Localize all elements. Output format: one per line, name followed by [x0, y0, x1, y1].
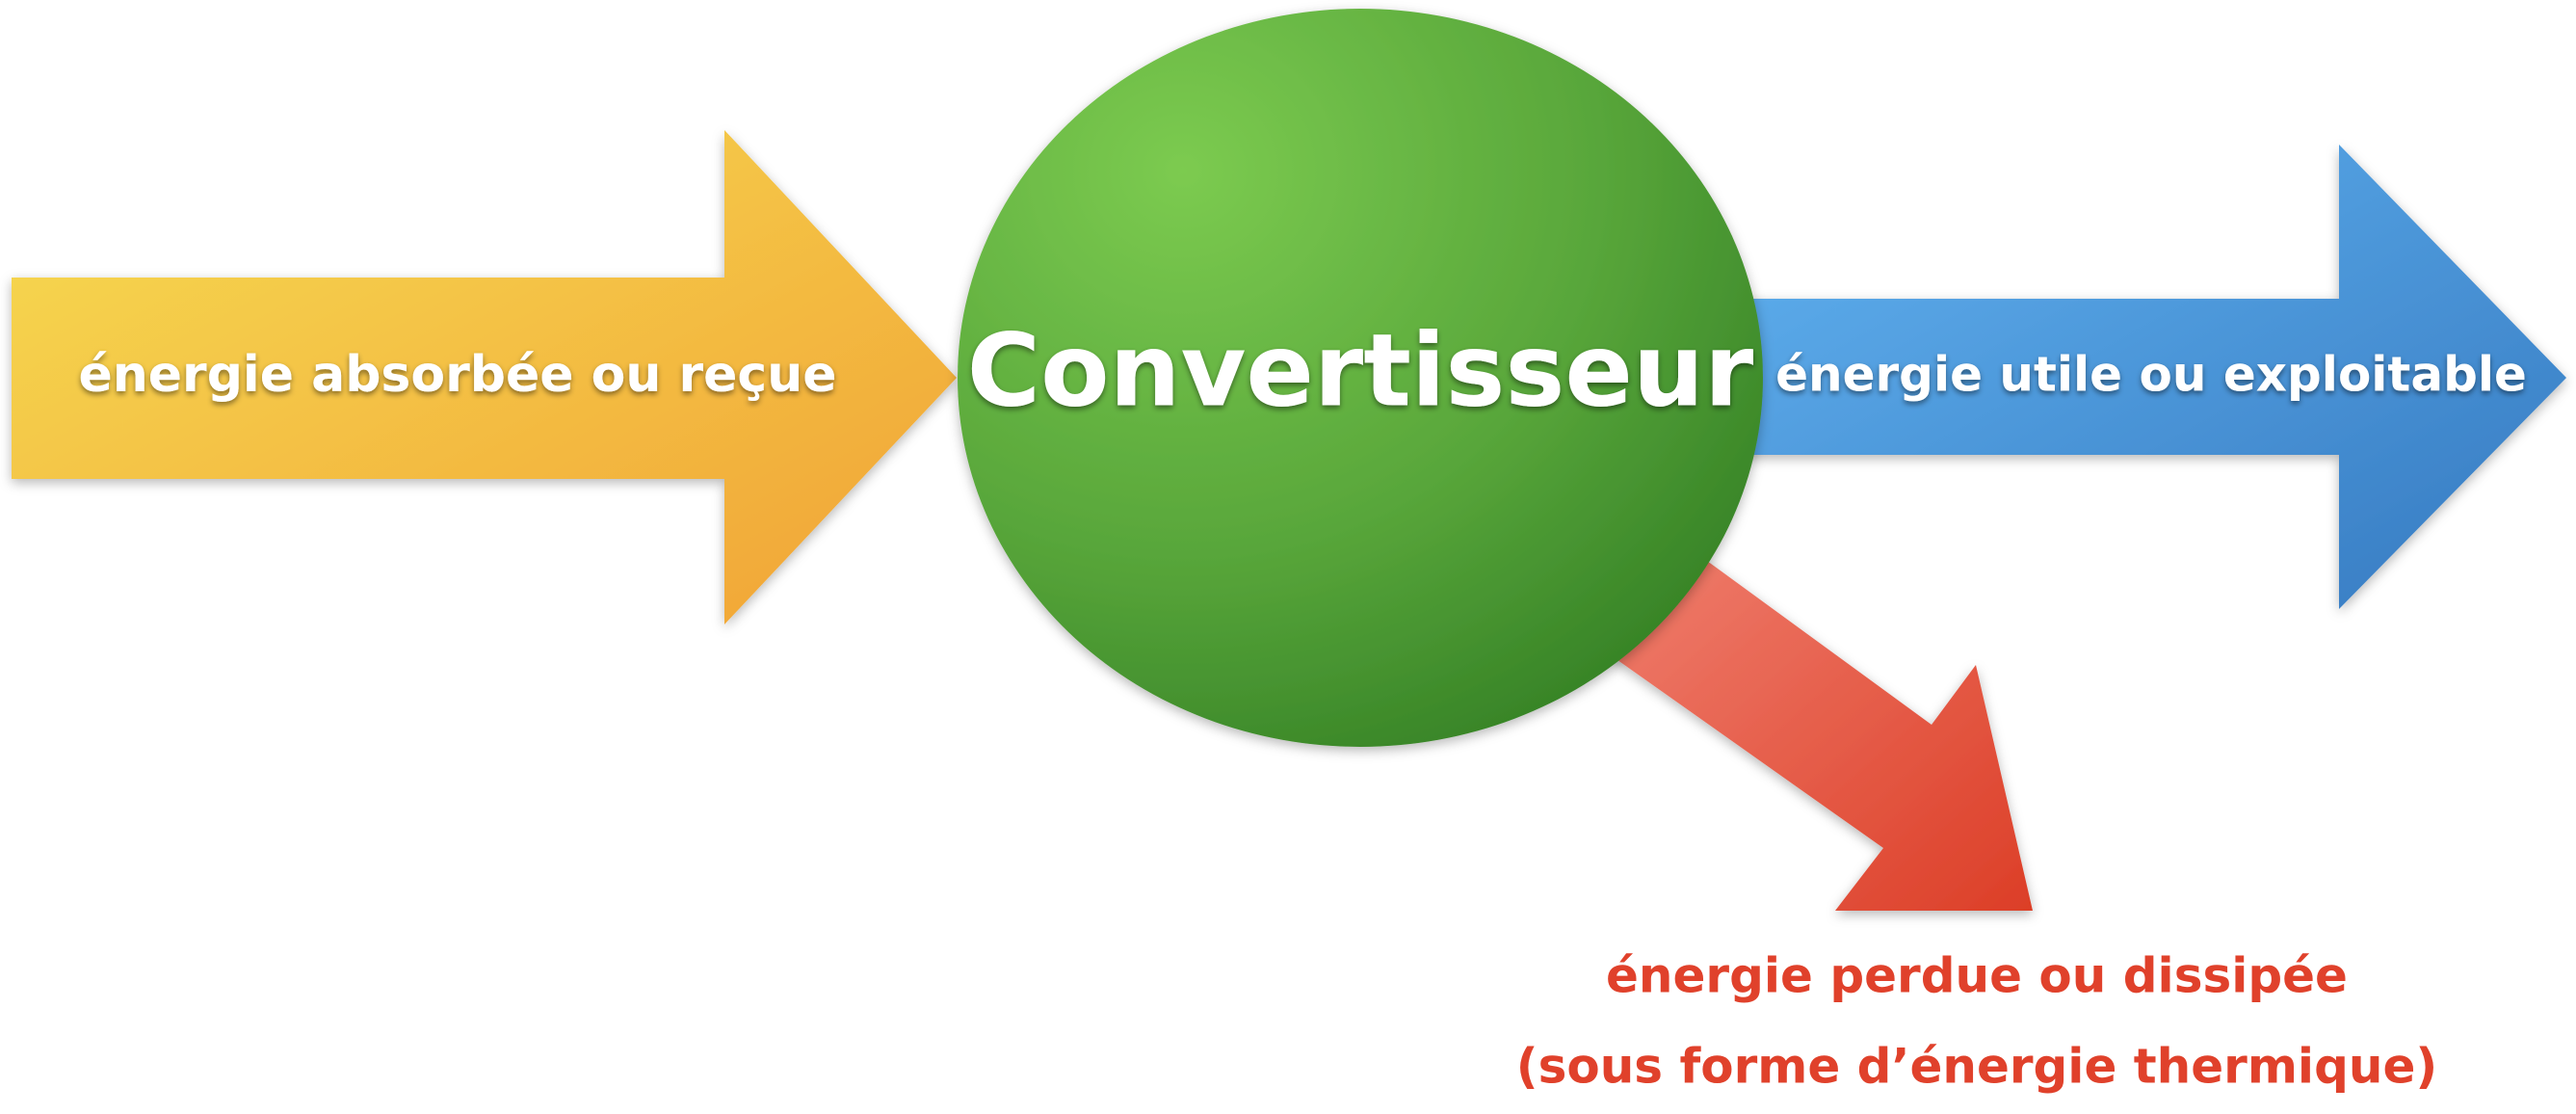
- input-arrow-label: énergie absorbée ou reçue: [79, 346, 837, 404]
- converter: Convertisseur: [958, 9, 1763, 747]
- output-arrow: énergie utile ou exploitable: [1734, 145, 2566, 609]
- input-arrow-shape: [12, 130, 957, 624]
- loss-label-line2: (sous forme d’énergie thermique): [1516, 1039, 2437, 1095]
- converter-circle: [958, 9, 1763, 747]
- output-arrow-shape: [1734, 145, 2566, 609]
- output-arrow-label: énergie utile ou exploitable: [1775, 347, 2527, 403]
- loss-label-line1: énergie perdue ou dissipée: [1606, 948, 2348, 1004]
- converter-label: Convertisseur: [967, 311, 1753, 429]
- loss-arrow-shape: [1604, 535, 2033, 911]
- input-arrow: énergie absorbée ou reçue: [12, 130, 957, 624]
- loss-arrow: [1604, 535, 2033, 911]
